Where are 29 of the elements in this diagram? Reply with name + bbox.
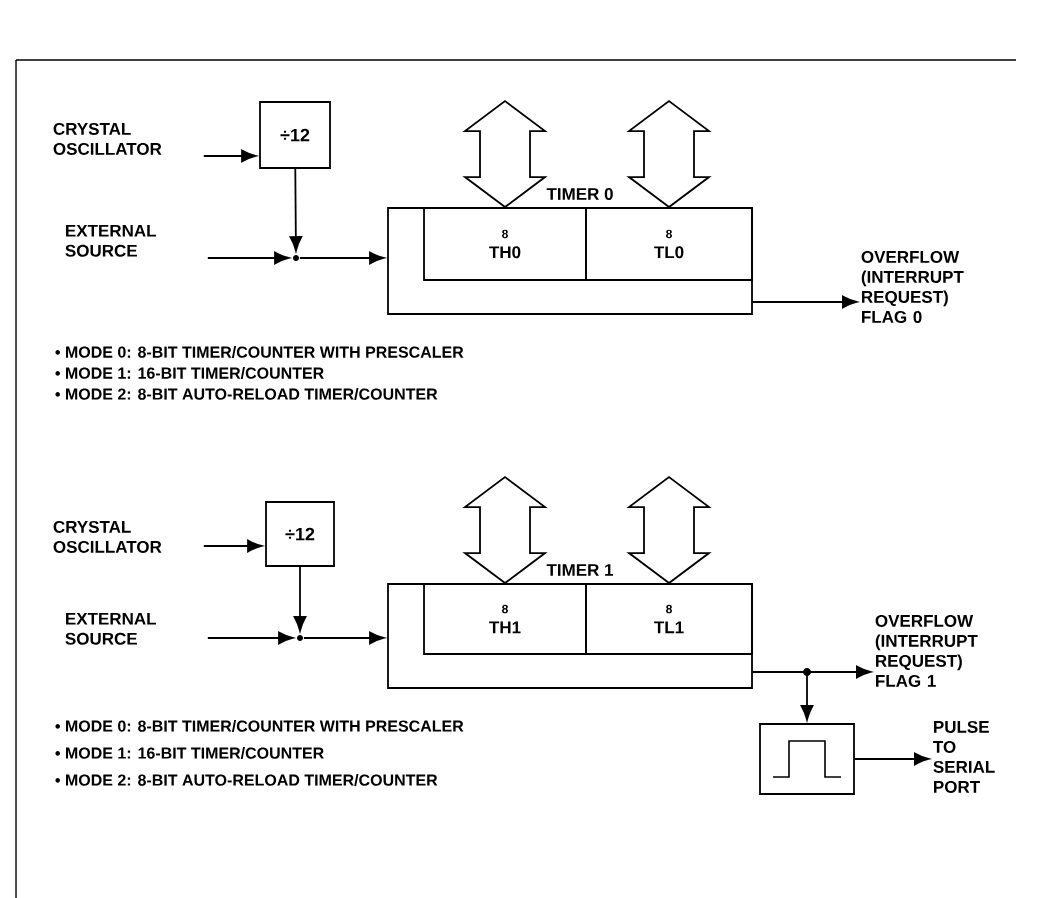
pulse-box [759, 723, 855, 795]
input-label: EXTERNAL SOURCE [65, 224, 156, 257]
input-label: CRYSTAL OSCILLATOR [53, 122, 162, 155]
node-label: TIMER 1 [546, 564, 614, 576]
input-label: EXTERNAL SOURCE [65, 612, 156, 645]
arrow [206, 631, 294, 645]
mode-note: • MODE 1: 16-BIT TIMER/COUNTER [55, 747, 324, 759]
arrow [202, 149, 257, 163]
mode-note: • MODE 2: 8-BIT AUTO-RELOAD TIMER/COUNTER [55, 388, 438, 400]
node-label: TIMER 0 [546, 187, 613, 200]
arrow [289, 168, 303, 252]
output-label: OVERFLOW (INTERRUPT REQUEST) FLAG 1 [875, 614, 978, 687]
mode-note: • MODE 1: 16-BIT TIMER/COUNTER [55, 367, 324, 379]
arrow [303, 631, 385, 645]
arrow [206, 251, 290, 265]
arrow [752, 295, 858, 309]
output-label: OVERFLOW (INTERRUPT REQUEST) FLAG 0 [861, 250, 964, 323]
mode-note: • MODE 2: 8-BIT AUTO-RELOAD TIMER/COUNTER [55, 774, 438, 786]
mode-note: • MODE 0: 8-BIT TIMER/COUNTER WITH PRESCALER [55, 346, 464, 358]
arrow [293, 566, 307, 632]
arrow [202, 539, 263, 553]
input-label: CRYSTAL OSCILLATOR [53, 520, 162, 553]
switch-contact [297, 635, 303, 641]
arrow [299, 251, 385, 265]
output-label: PULSE TO SERIAL PORT [933, 720, 995, 793]
mode-note: • MODE 0: 8-BIT TIMER/COUNTER WITH PRESCALER [55, 720, 464, 732]
switch-contact [293, 255, 299, 261]
arrow [752, 671, 814, 721]
arrow [854, 752, 930, 766]
